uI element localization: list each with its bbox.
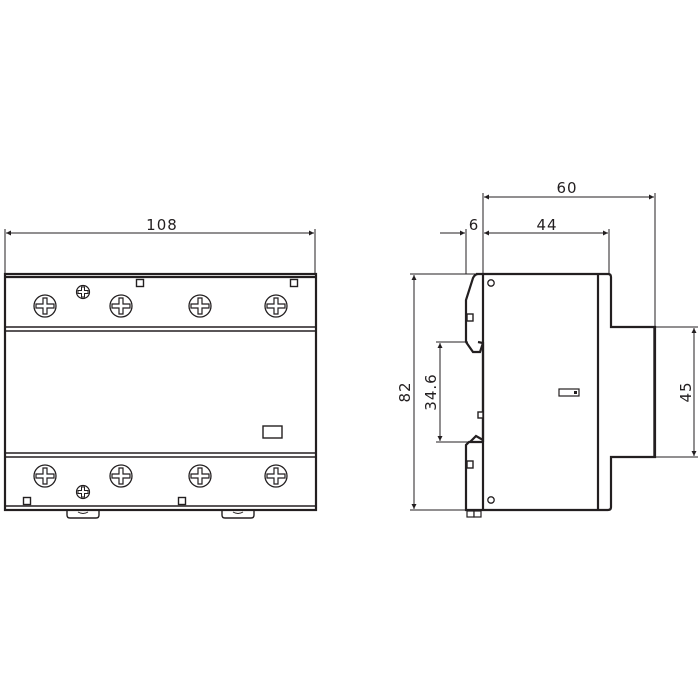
small-screw-icon [75,484,91,500]
front-view: 108 [3,216,318,519]
dimension-front-45: 45 [656,326,698,458]
side-view: 60 6 44 82 34.6 [396,179,698,518]
indicator-window [262,425,283,439]
front-depth-label: 44 [536,216,557,234]
screw-icon [33,294,57,318]
rear-offset-label: 6 [469,216,480,234]
din-clip-feet [66,511,255,519]
slide-indicator [558,388,580,397]
screw-icon [109,294,133,318]
front-face-height-label: 45 [677,381,695,402]
screw-icon [188,294,212,318]
dimension-depth-60: 60 [482,179,656,327]
screw-icon [264,464,288,488]
terminal-screws-top [33,278,299,318]
marker-square-icon [22,496,32,506]
marker-square-icon [135,278,145,288]
width-label: 108 [146,216,178,234]
dimension-6-and-44: 6 44 [440,216,610,274]
dimension-width-108: 108 [4,216,316,273]
marker-square-icon [177,496,187,506]
terminal-screws-bottom [22,464,288,506]
front-body-outline [3,272,318,512]
screw-icon [188,464,212,488]
height-label: 82 [396,381,414,402]
din-rail-label: 34.6 [422,373,440,410]
overall-depth-label: 60 [556,179,577,197]
hole-icon [487,279,495,287]
dimension-din-34-6: 34.6 [422,341,470,443]
screw-icon [109,464,133,488]
screw-icon [33,464,57,488]
marker-square-icon [289,278,299,288]
small-screw-icon [75,284,91,300]
hole-icon [487,496,495,504]
screw-icon [264,294,288,318]
dimension-height-82: 82 [396,273,476,511]
